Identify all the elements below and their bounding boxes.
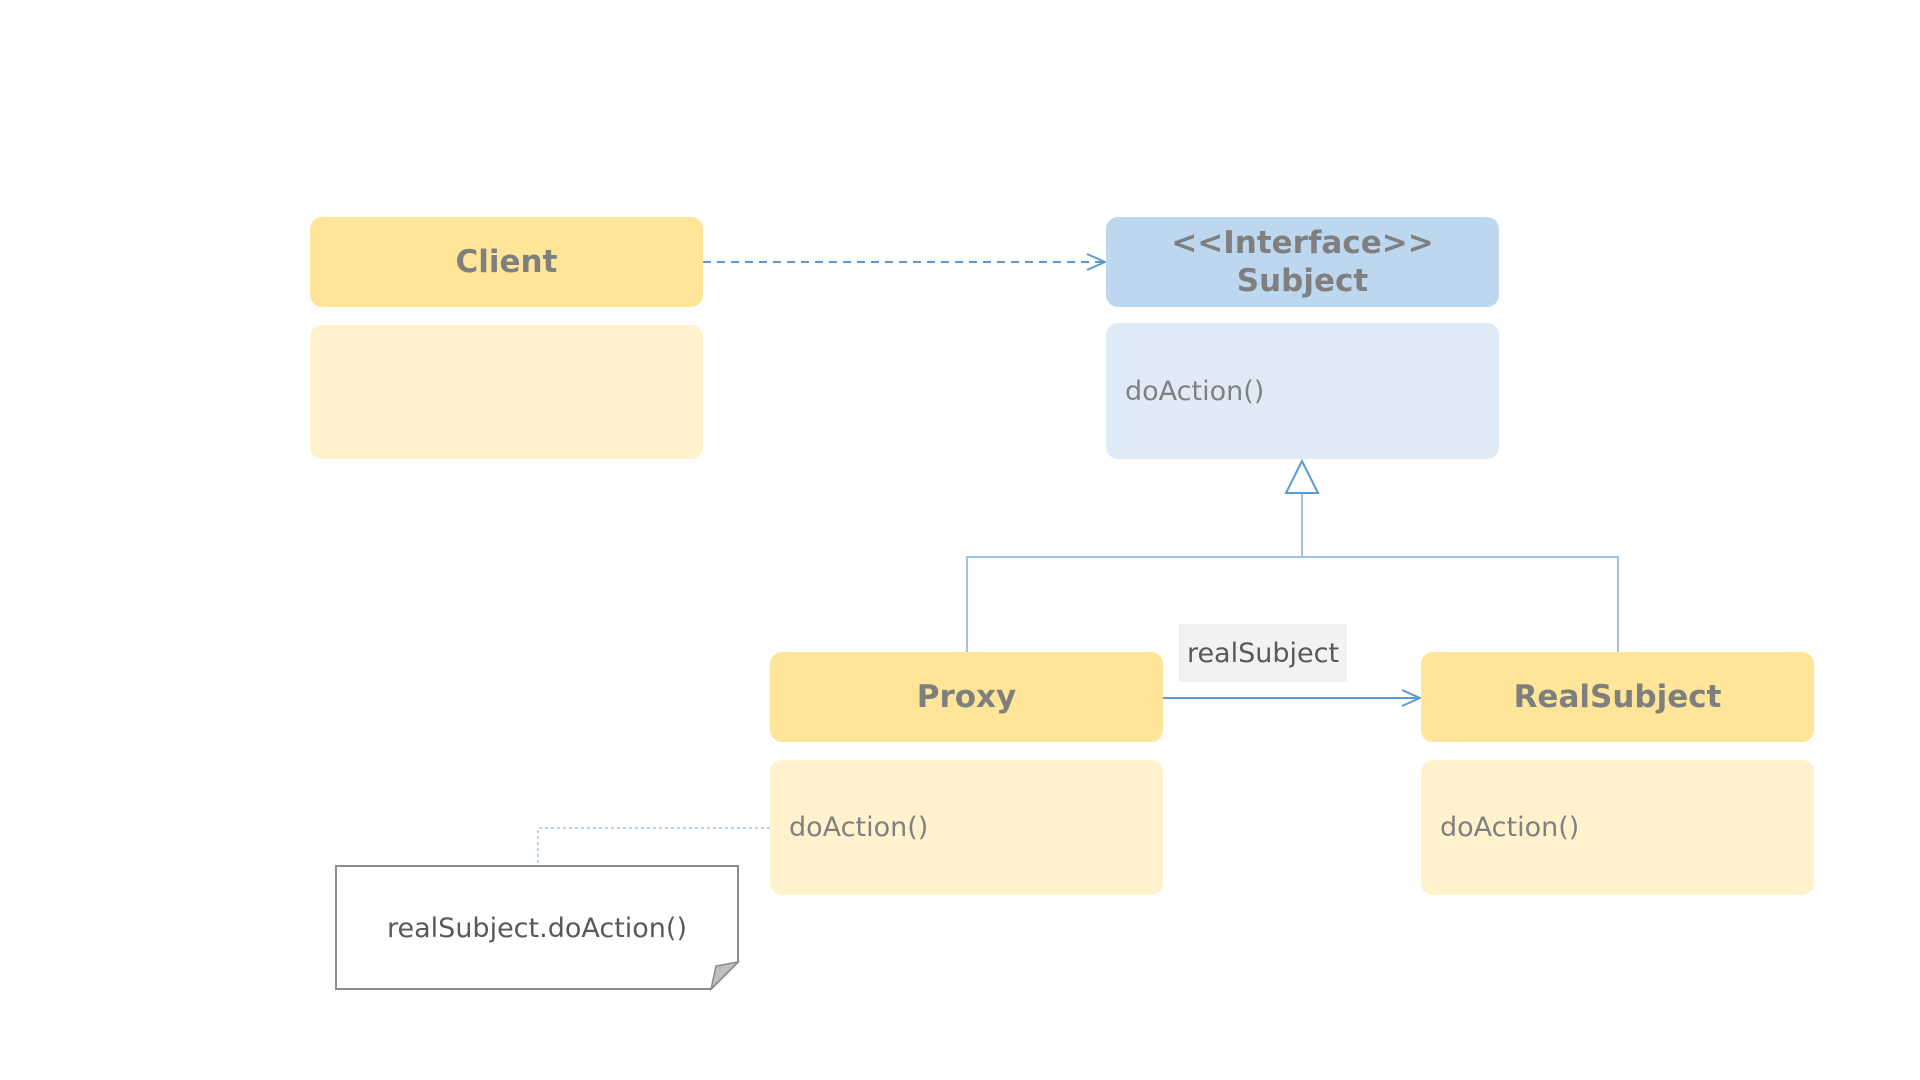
note[interactable]: realSubject.doAction() (336, 866, 738, 990)
class-realsubject-header[interactable]: RealSubject (1421, 652, 1814, 742)
class-client-name: Client (455, 244, 558, 280)
class-realsubject-name: RealSubject (1513, 679, 1722, 715)
realization-line-proxy (966, 493, 1303, 652)
class-proxy-methods: doAction() (770, 760, 1163, 895)
note-folded-corner (709, 960, 741, 992)
class-subject-header[interactable]: <<Interface>> Subject (1106, 217, 1499, 307)
association-label-text: realSubject (1186, 637, 1340, 669)
association-label: realSubject (1179, 624, 1347, 682)
note-connector (537, 827, 770, 866)
class-client-header[interactable]: Client (310, 217, 703, 307)
class-proxy-name: Proxy (916, 679, 1017, 715)
class-subject-name: Subject (1236, 263, 1369, 299)
class-subject-method-doaction: doAction() (1125, 375, 1265, 407)
class-realsubject-method-doaction: doAction() (1440, 812, 1580, 843)
class-client-methods (310, 325, 703, 459)
realization-line-realsubject (1302, 556, 1619, 652)
class-subject-stereotype: <<Interface>> (1171, 225, 1434, 261)
class-proxy-method-doaction: doAction() (789, 812, 929, 843)
class-realsubject-methods: doAction() (1421, 760, 1814, 895)
realization-triangle-head (1284, 458, 1320, 494)
note-text: realSubject.doAction() (387, 912, 687, 944)
class-proxy-header[interactable]: Proxy (770, 652, 1163, 742)
class-subject-methods: doAction() (1106, 323, 1499, 459)
